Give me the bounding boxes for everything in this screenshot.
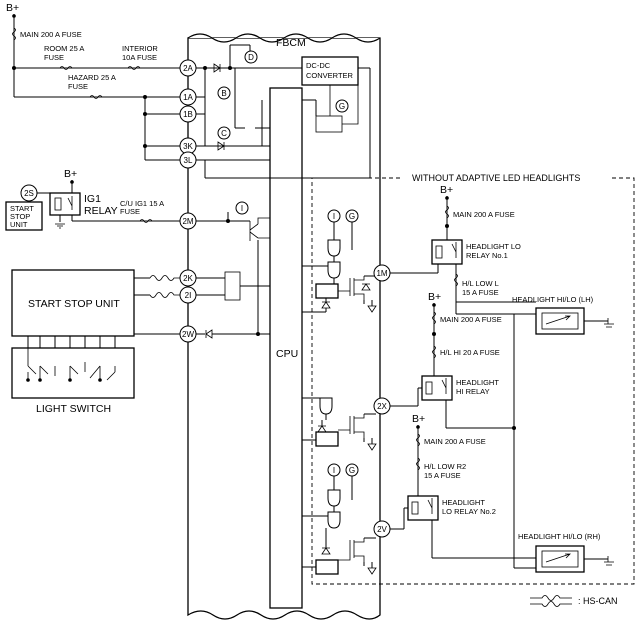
legend-hs-can-label: : HS-CAN: [578, 596, 618, 606]
main-fuse-hi-label: MAIN 200 A FUSE: [440, 315, 502, 324]
pin-1b: [179, 105, 197, 123]
marker-b-circle: [217, 86, 231, 100]
ss-small-label-3: UNIT: [10, 220, 28, 229]
driver-2x: [302, 397, 377, 451]
pin-1a-label: 1A: [183, 93, 193, 102]
marker-d-label: D: [248, 53, 254, 62]
hazard-fuse-label-2: FUSE: [68, 82, 88, 91]
ig1-relay-label-1: IG1: [84, 193, 101, 205]
headlight-region: WITHOUT ADAPTIVE LED HEADLIGHTS: [311, 173, 635, 585]
pin-3l-label: 3L: [184, 156, 193, 165]
marker-g-top-circle: [335, 99, 349, 113]
fbcm-internal-top: [196, 44, 371, 179]
bplus-label-lo2: B+: [412, 413, 425, 425]
pin-3k-label: 3K: [183, 142, 193, 151]
marker-i-left-label: I: [241, 204, 243, 213]
hl-low-r2-label-1: H/L LOW R2: [424, 462, 466, 471]
lo-relay-1-label-1: HEADLIGHT LO: [466, 242, 521, 251]
room-fuse-label-1: ROOM 25 A: [44, 44, 84, 53]
marker-b-label: B: [221, 89, 226, 98]
dcdc-label-1: DC-DC: [306, 61, 331, 70]
pin-2a: [179, 59, 197, 77]
hi-relay-label-1: HEADLIGHT: [456, 378, 499, 387]
pin-3l: [179, 151, 197, 169]
lo-relay-2-label-2: LO RELAY No.2: [442, 507, 496, 516]
start-stop-unit: START STOP UNIT: [11, 269, 180, 337]
marker-d-circle: [244, 50, 258, 64]
bplus-label-top: B+: [6, 2, 19, 14]
pin-1b-label: 1B: [183, 110, 193, 119]
pin-2i-label: 2I: [185, 291, 192, 300]
marker-group-top: D B C G: [217, 50, 349, 140]
hl-low-r2-label-2: 15 A FUSE: [424, 471, 461, 480]
pin-1m-label: 1M: [376, 269, 387, 278]
marker-g-1m-label: G: [349, 212, 355, 221]
ss-small-label-1: START: [10, 204, 34, 213]
pin-2k-label: 2K: [183, 274, 193, 283]
ig1-relay-section: START STOP UNIT 2S B+ IG1 RELAY C/U IG1 …: [5, 168, 180, 231]
cpu-label: CPU: [276, 348, 298, 360]
driver-2v: I G: [302, 463, 377, 575]
dcdc-converter: DC-DC CONVERTER: [301, 56, 359, 133]
bplus-top: B+ MAIN 200 A FUSE ROOM 25 A FUSE INTERI…: [6, 2, 180, 161]
light-switch: LIGHT SWITCH: [11, 336, 135, 415]
headlight-lh: HEADLIGHT HI/LO (LH): [455, 295, 614, 335]
bplus-label-hi: B+: [428, 291, 441, 303]
marker-g-2v-label: G: [349, 466, 355, 475]
lo-relay-1-circuit: B+ MAIN 200 A FUSE HEADLIGHT LO RELAY No…: [390, 184, 536, 303]
cpu-block: CPU: [269, 87, 303, 609]
main-fuse-lo2-label: MAIN 200 A FUSE: [424, 437, 486, 446]
interior-fuse-label-2: 10A FUSE: [122, 53, 157, 62]
headlight-rh-label: HEADLIGHT HI/LO (RH): [518, 532, 601, 541]
pin-2x-label: 2X: [377, 402, 387, 411]
hi-relay-circuit: B+ MAIN 200 A FUSE H/L HI 20 A FUSE HEAD…: [390, 291, 516, 558]
bplus-label-lo1: B+: [440, 184, 453, 196]
marker-i-1m-label: I: [333, 212, 335, 221]
fbcm-label: FBCM: [276, 37, 306, 49]
marker-i-left-circle: [235, 201, 249, 215]
fbcm-internal-inputs: I: [196, 201, 270, 339]
ss-small-label-2: STOP: [10, 212, 30, 221]
hazard-fuse-label-1: HAZARD 25 A: [68, 73, 116, 82]
fbcm-pins-right: 1M 2X 2V: [373, 264, 391, 538]
marker-g-top-label: G: [339, 102, 345, 111]
cu-ig1-fuse-label-2: FUSE: [120, 207, 140, 216]
marker-i-2v-label: I: [333, 466, 335, 475]
headlight-rh: HEADLIGHT HI/LO (RH): [513, 532, 614, 573]
interior-fuse-label-1: INTERIOR: [122, 44, 158, 53]
main-fuse-top-label: MAIN 200 A FUSE: [20, 30, 82, 39]
marker-c-circle: [217, 126, 231, 140]
hl-low-l-label-1: H/L LOW L: [462, 279, 499, 288]
headlight-region-title: WITHOUT ADAPTIVE LED HEADLIGHTS: [412, 173, 580, 183]
pin-2a-label: 2A: [183, 64, 193, 73]
light-switch-label: LIGHT SWITCH: [36, 403, 111, 415]
pin-2v-label: 2V: [377, 525, 387, 534]
main-fuse-lo1-label: MAIN 200 A FUSE: [453, 210, 515, 219]
headlight-lh-label: HEADLIGHT HI/LO (LH): [512, 295, 594, 304]
start-stop-unit-label: START STOP UNIT: [28, 298, 120, 310]
pin-2s-label: 2S: [24, 189, 34, 198]
ig1-relay-label-2: RELAY: [84, 205, 118, 217]
hl-hi-fuse-label: H/L HI 20 A FUSE: [440, 348, 500, 357]
marker-c-label: C: [221, 129, 227, 138]
lo-relay-1-label-2: RELAY No.1: [466, 251, 508, 260]
pin-1a: [179, 88, 197, 106]
driver-1m: I G: [302, 209, 377, 313]
lo-relay-2-circuit: B+ MAIN 200 A FUSE H/L LOW R2 15 A FUSE …: [390, 413, 536, 559]
lo-relay-2-label-1: HEADLIGHT: [442, 498, 485, 507]
hl-low-l-label-2: 15 A FUSE: [462, 288, 499, 297]
legend-hs-can: : HS-CAN: [530, 595, 618, 607]
room-fuse-label-2: FUSE: [44, 53, 64, 62]
hi-relay-label-2: HI RELAY: [456, 387, 490, 396]
bplus-label-ig1: B+: [64, 168, 77, 180]
pin-2m-label: 2M: [182, 217, 193, 226]
pin-2w-label: 2W: [182, 330, 194, 339]
cu-ig1-fuse-label-1: C/U IG1 15 A: [120, 199, 164, 208]
dcdc-label-2: CONVERTER: [306, 71, 354, 80]
